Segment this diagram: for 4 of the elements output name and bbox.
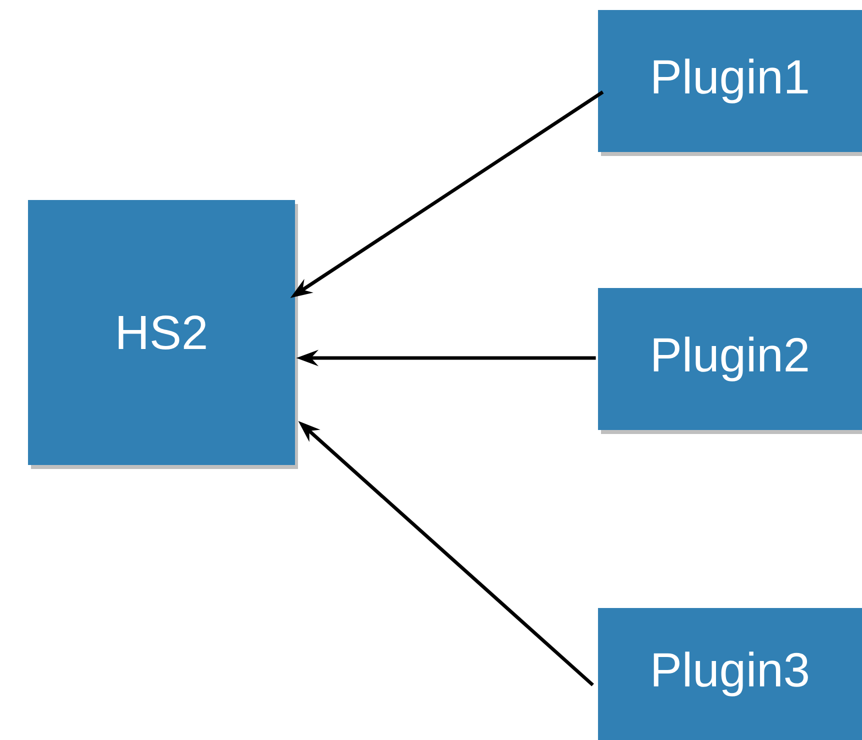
process-box: HS2 (28, 200, 295, 465)
process-box: Plugin1 (598, 10, 862, 152)
process-box: Plugin2 (598, 288, 862, 430)
process-box: Plugin3 (598, 608, 862, 740)
